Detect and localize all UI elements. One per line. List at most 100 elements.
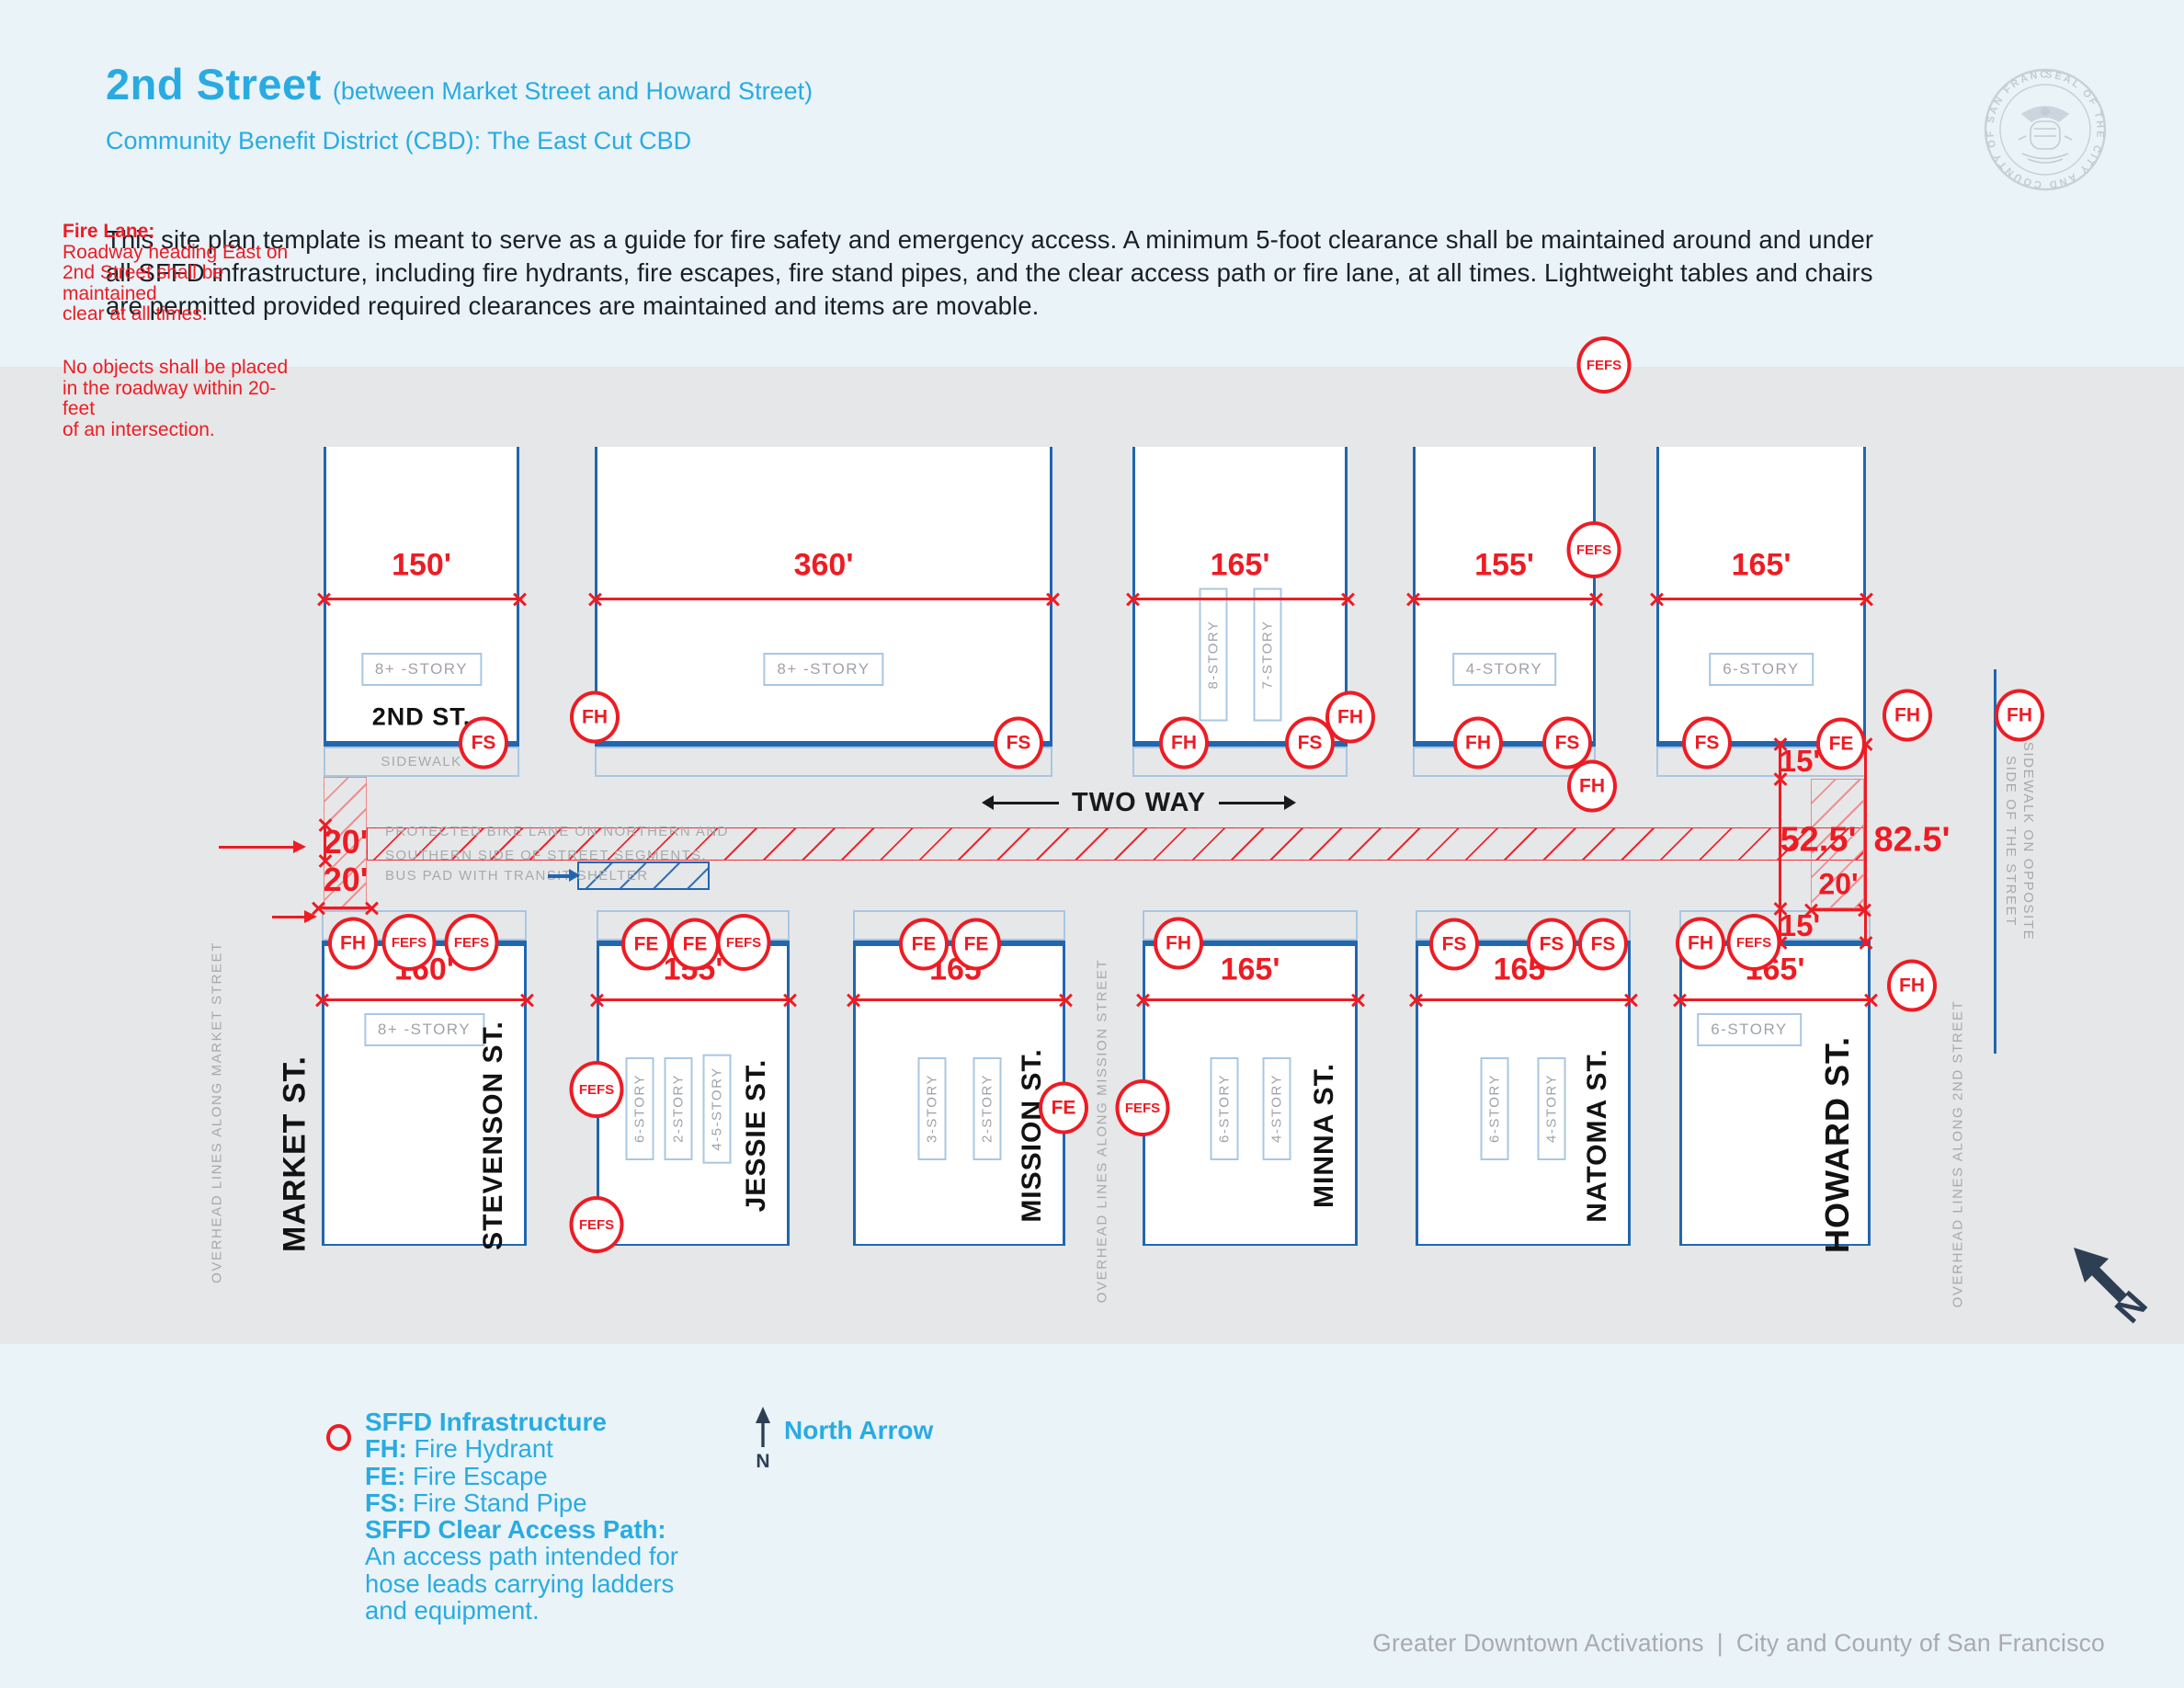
legend-north-arrow-icon: N <box>746 1405 779 1471</box>
sffd-circle: FH <box>1887 959 1937 1012</box>
story-label: 6-STORY <box>1709 653 1814 686</box>
sffd-circle: FE <box>1039 1081 1088 1135</box>
dimension-label: 82.5' <box>1873 820 1951 860</box>
building-block <box>322 941 527 1246</box>
overhead-lines-2nd-label: OVERHEAD LINES ALONG 2ND STREET <box>1950 999 1966 1308</box>
sffd-circle: FH <box>328 917 378 970</box>
street-label: MINNA ST. <box>1309 1063 1339 1208</box>
dimension-label: 360' <box>793 547 854 583</box>
legend-title: SFFD Infrastructure <box>365 1408 607 1436</box>
sidewalk <box>1143 910 1358 941</box>
dimension-label: 155' <box>1474 547 1534 583</box>
story-label: 6-STORY <box>625 1057 654 1160</box>
legend-path-line2: hose leads carrying ladders <box>365 1568 675 1598</box>
legend-path-line3: and equipment. <box>365 1596 540 1625</box>
dimension-line <box>1859 736 1872 950</box>
city-seal-icon: SEAL OF THE CITY AND COUNTY OF SAN FRANC… <box>1982 66 2109 193</box>
page-title-note: (between Market Street and Howard Street… <box>332 77 813 105</box>
bus-pad-arrow-icon <box>548 869 580 881</box>
building-block <box>1656 447 1866 747</box>
building-block <box>595 447 1052 747</box>
sffd-circle: FE <box>621 918 671 971</box>
street-label-2nd: 2ND ST. <box>371 702 472 731</box>
no-objects-note: No objects shall be placed in the roadwa… <box>63 357 289 440</box>
sidewalk-label: SIDEWALK <box>381 754 462 770</box>
building-block <box>1413 447 1596 747</box>
bus-pad-note: BUS PAD WITH TRANSIT SHELTER <box>385 868 649 884</box>
bike-lane-note-line2: SOUTHERN SIDE OF STREET SEGMENTS. <box>385 848 708 863</box>
dimension-label: 52.5' <box>1780 820 1857 860</box>
sffd-circle: FS <box>1429 918 1479 971</box>
sffd-circle-icon <box>326 1424 351 1451</box>
footer-left: Greater Downtown Activations <box>1372 1629 1704 1657</box>
story-label: 4-STORY <box>1451 653 1557 686</box>
fire-lane-note: Fire Lane: Roadway heading East on 2nd S… <box>63 221 289 325</box>
building-block <box>1132 447 1348 747</box>
fire-lane-arrow-icon <box>219 840 306 853</box>
dimension-line <box>1125 592 1355 606</box>
sffd-circle: FH <box>1676 917 1725 970</box>
sffd-circle: FH <box>1159 716 1209 770</box>
two-way-indicator: TWO WAY <box>982 788 1297 818</box>
legend-path-title: SFFD Clear Access Path: <box>365 1515 666 1545</box>
legend-item-fh: FH: Fire Hydrant <box>365 1434 553 1464</box>
dimension-label: 150' <box>392 547 451 583</box>
hatch-zone-red <box>367 827 1864 861</box>
legend-north-label: North Arrow <box>784 1416 934 1444</box>
overhead-lines-mission-label: OVERHEAD LINES ALONG MISSION STREET <box>1094 958 1110 1304</box>
dimension-line <box>589 993 797 1007</box>
left-arrow-icon <box>982 796 1059 810</box>
footer-right: City and County of San Francisco <box>1735 1629 2105 1657</box>
street-label-market: MARKET ST. <box>277 1055 313 1252</box>
plan-north-arrow-icon: N <box>2066 1240 2158 1332</box>
story-label: 2-STORY <box>664 1057 693 1160</box>
story-label: 4-5-STORY <box>702 1054 732 1164</box>
site-plan: Fire Lane: Roadway heading East on 2nd S… <box>0 221 2184 1344</box>
story-label: 3-STORY <box>917 1057 946 1160</box>
sidewalk <box>324 747 519 777</box>
dimension-line <box>1773 736 1787 950</box>
sffd-circle: FE <box>951 918 1001 971</box>
story-label: 6-STORY <box>1210 1057 1238 1160</box>
page-title: 2nd Street <box>106 60 322 108</box>
dimension-line <box>1135 993 1365 1007</box>
building-block <box>1416 941 1631 1246</box>
legend-item-fs: FS: Fire Stand Pipe <box>365 1488 587 1517</box>
story-label: 8+ -STORY <box>360 653 483 686</box>
sffd-circle: FH <box>570 690 620 744</box>
street-label: JESSIE ST. <box>741 1058 771 1213</box>
bike-lane-note-line1: PROTECTED BIKE LANE ON NORTHERN AND <box>385 824 729 839</box>
legend-path-line1: An access path intended for <box>365 1542 678 1571</box>
legend-text: SFFD Infrastructure FH: Fire Hydrant FE:… <box>365 1408 678 1625</box>
building-block <box>1143 941 1358 1246</box>
sidewalk <box>595 747 1052 777</box>
story-label: 8+ -STORY <box>763 653 884 686</box>
sffd-circle: FH <box>1567 759 1617 813</box>
building-block <box>324 447 519 747</box>
dimension-line <box>1649 592 1873 606</box>
story-label: 6-STORY <box>1697 1013 1802 1046</box>
building-block <box>853 941 1065 1246</box>
overhead-lines-market-label: OVERHEAD LINES ALONG MARKET STREET <box>209 941 225 1283</box>
sffd-circle: FH <box>1453 716 1503 770</box>
legend-north-n: N <box>756 1451 769 1471</box>
story-label: 8+ -STORY <box>363 1013 485 1046</box>
story-label: 7-STORY <box>1253 587 1281 722</box>
dimension-label: 15' <box>1779 744 1821 778</box>
sffd-circle: FH <box>1325 690 1375 744</box>
dimension-line <box>318 817 332 868</box>
sidewalk <box>1132 747 1348 777</box>
hatch-zone-redl <box>1811 779 1864 908</box>
right-arrow-icon <box>1219 796 1297 810</box>
dimension-line <box>316 592 527 606</box>
dimension-label: 165' <box>1220 952 1280 987</box>
sffd-circle: FS <box>1527 918 1576 971</box>
sffd-circle: FS <box>1285 716 1335 770</box>
page-subtitle: Community Benefit District (CBD): The Ea… <box>106 127 692 154</box>
no-objects-arrow-icon <box>272 910 317 923</box>
